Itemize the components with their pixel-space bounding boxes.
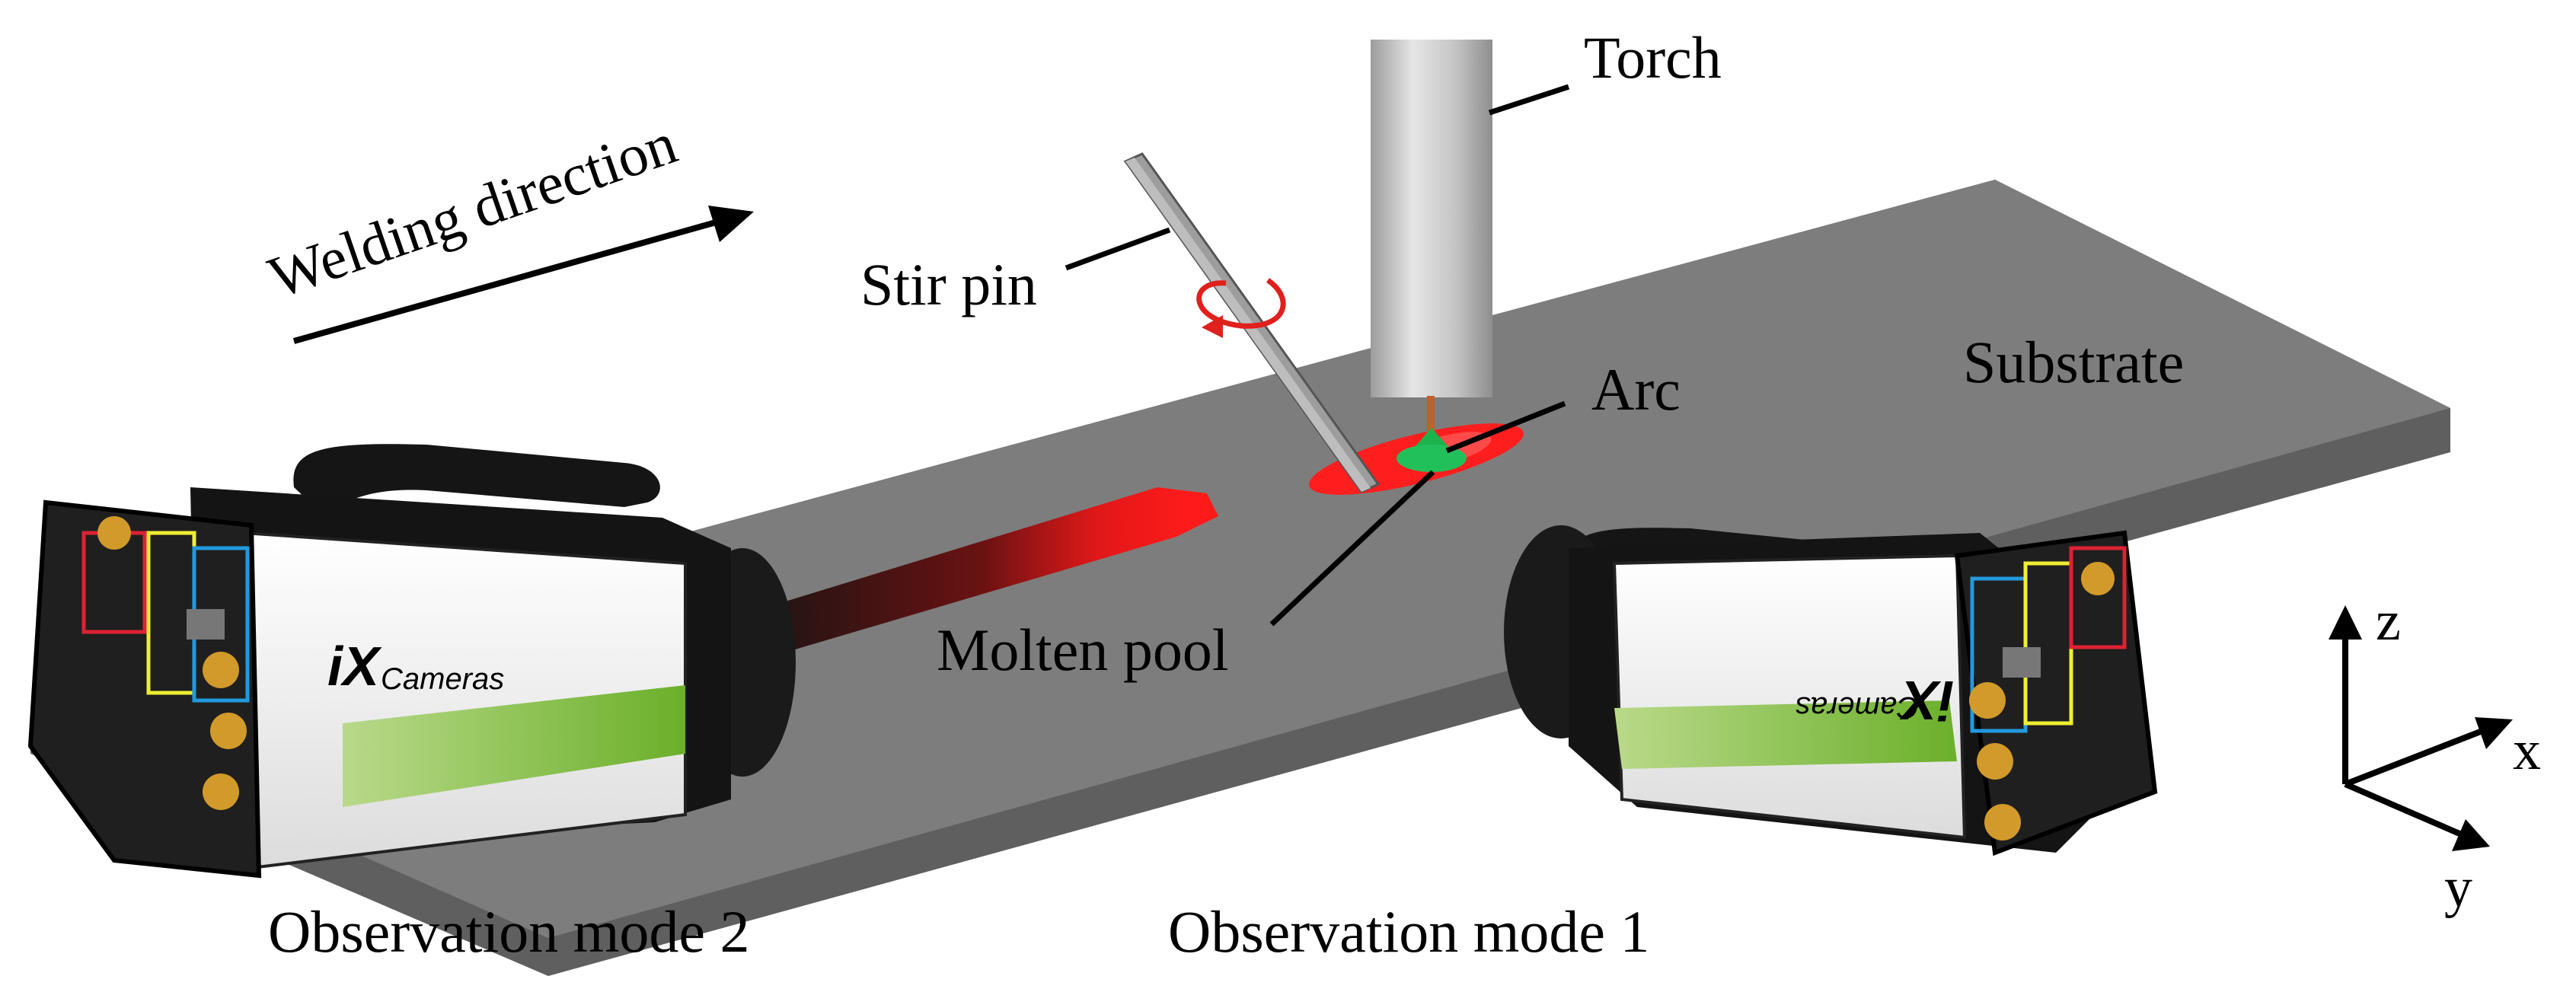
axis-x-label: x	[2513, 719, 2541, 782]
observation-mode-1-label: Observation mode 1	[1168, 898, 1650, 965]
arc-label: Arc	[1591, 356, 1681, 423]
molten-pool-label: Molten pool	[937, 617, 1229, 683]
camera-1-brand-name: Cameras	[1796, 691, 1919, 724]
substrate-label: Substrate	[1963, 329, 2184, 395]
camera-1-brand-mark: iX	[1899, 669, 1954, 730]
camera-2-brand-name: Cameras	[381, 662, 504, 696]
axis-x-arrow-icon	[2475, 717, 2513, 749]
coordinate-axes	[2329, 605, 2513, 851]
rotation-arrow-icon	[1196, 278, 1286, 338]
direction-arrow-icon	[292, 206, 754, 344]
axis-y-arrow-icon	[2452, 819, 2490, 851]
camera-observation-mode-1: iX Cameras	[1504, 525, 2158, 856]
torch	[1371, 40, 1492, 434]
camera-2-brand-mark: iX	[327, 636, 382, 697]
camera-observation-mode-2: iX Cameras	[27, 444, 796, 879]
axis-z-arrow-icon	[2329, 605, 2362, 640]
weld-bead	[731, 487, 1218, 664]
axis-y-label: y	[2444, 856, 2472, 919]
leader-lines	[1065, 84, 1570, 627]
axis-z-label: z	[2376, 590, 2401, 652]
welding-direction-label: Welding direction	[260, 110, 685, 311]
stir-pin-label: Stir pin	[860, 251, 1037, 317]
observation-mode-2-label: Observation mode 2	[268, 898, 750, 965]
torch-label: Torch	[1584, 24, 1722, 91]
